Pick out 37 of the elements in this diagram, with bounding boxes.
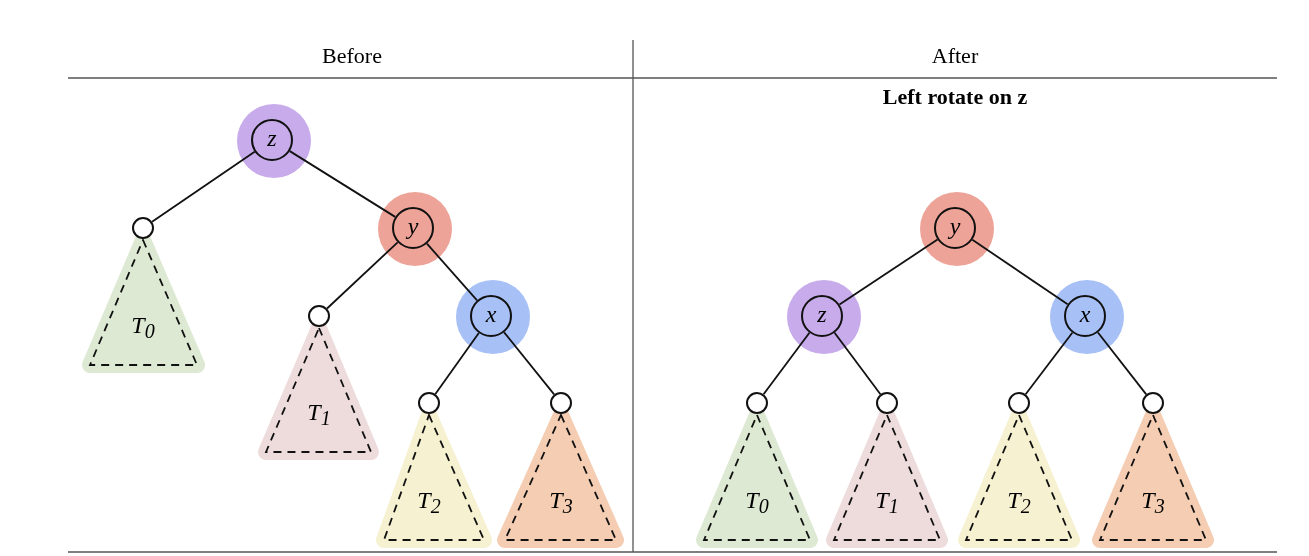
node-label: T$_{1}$ [875,487,899,517]
column-header: Before [322,45,382,67]
tree-edge [1024,331,1074,396]
tree-edge [833,331,882,396]
node-label: T$_{2}$ [417,487,441,517]
tree-edge [434,332,480,395]
node-label: T$_{1}$ [307,399,331,429]
tree-edge [762,331,811,396]
node-label: T$_{3}$ [549,487,573,517]
tree-edge [326,241,399,310]
tree-edge [288,150,397,218]
column-header: After [931,45,979,67]
node-label: z [267,126,277,151]
node-label: T$_{2}$ [1007,487,1031,517]
node-label: x [485,302,497,327]
tree-edge [838,238,939,306]
empty-node-circle [1142,392,1164,414]
panel-caption: Left rotate on z [882,86,1028,108]
node-label: x [1079,302,1091,327]
node-label: T$_{3}$ [1141,487,1165,517]
empty-node-circle [876,392,898,414]
empty-node-circle [308,305,330,327]
tree-edge [151,150,256,223]
tree-edge [1097,331,1148,396]
node-label: y [949,214,961,239]
node-label: z [817,302,827,327]
empty-node-circle [1008,392,1030,414]
node-label: y [407,214,419,239]
tree-edge [971,238,1069,306]
empty-node-circle [746,392,768,414]
node-label: T$_{0}$ [745,487,769,517]
node-label: T$_{0}$ [131,312,155,342]
tree-edge [426,242,478,302]
empty-node-circle [132,217,154,239]
empty-node-circle [418,392,440,414]
empty-node-circle [550,392,572,414]
tree-edge [503,331,555,396]
